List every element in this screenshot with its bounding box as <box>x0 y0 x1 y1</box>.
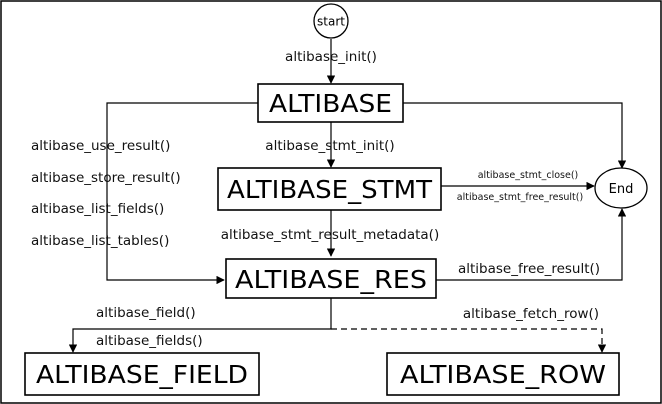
edge-altibase-to-end-arrow <box>403 102 627 169</box>
node-altibase-row: ALTIBASE_ROW <box>386 352 620 396</box>
label-stmt-close: altibase_stmt_close() <box>478 170 579 181</box>
label-use-result: altibase_use_result() <box>31 138 170 154</box>
label-fetch-row: altibase_fetch_row() <box>463 306 599 322</box>
node-altibase-stmt: ALTIBASE_STMT <box>217 167 442 211</box>
node-altibase-field-label: ALTIBASE_FIELD <box>36 360 248 389</box>
label-stmt-init: altibase_stmt_init() <box>265 138 394 154</box>
node-altibase-label: ALTIBASE <box>269 89 392 118</box>
label-store-result: altibase_store_result() <box>31 170 181 186</box>
label-stmt-free-result: altibase_stmt_free_result() <box>457 192 583 203</box>
node-altibase: ALTIBASE <box>257 83 404 123</box>
node-end-label: End <box>609 182 634 197</box>
edge-fetch-row-arrow <box>331 328 607 353</box>
label-free-result: altibase_free_result() <box>458 261 600 277</box>
node-start: start <box>313 3 349 39</box>
edge-altibase-to-res-arrow <box>106 102 258 285</box>
label-list-tables: altibase_list_tables() <box>31 233 169 249</box>
edge-field-arrow <box>68 298 332 353</box>
edge-free-result-arrow <box>436 208 627 281</box>
node-altibase-res-label: ALTIBASE_RES <box>235 265 427 294</box>
label-fields: altibase_fields() <box>96 333 203 349</box>
label-field: altibase_field() <box>96 305 196 321</box>
node-end: End <box>594 167 648 209</box>
label-init: altibase_init() <box>285 49 377 65</box>
node-altibase-res: ALTIBASE_RES <box>225 258 437 299</box>
label-list-fields: altibase_list_fields() <box>31 201 164 217</box>
node-start-label: start <box>317 15 345 29</box>
node-altibase-stmt-label: ALTIBASE_STMT <box>227 175 433 204</box>
label-stmt-result-metadata: altibase_stmt_result_metadata() <box>221 227 439 243</box>
node-altibase-row-label: ALTIBASE_ROW <box>400 360 606 389</box>
node-altibase-field: ALTIBASE_FIELD <box>24 352 260 396</box>
